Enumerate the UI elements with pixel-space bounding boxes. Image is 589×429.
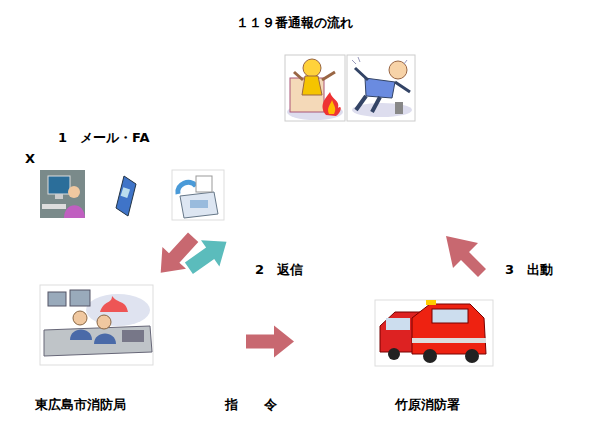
computer-icon: [40, 170, 85, 218]
illustrated-node: 1 メール・FAX: [25, 128, 255, 225]
arrow-shape: [185, 240, 227, 274]
block-arrow: [246, 326, 294, 358]
step-label: 3 出動: [503, 261, 555, 279]
edge-label: 指 令: [223, 396, 279, 414]
node-label: 竹原消防署: [395, 395, 460, 415]
arrow-shape: [246, 326, 294, 358]
dispatch-center-illustration: [40, 285, 153, 365]
diagram-title: １１９番通報の流れ: [0, 14, 589, 32]
phone-icon: [115, 172, 141, 219]
illustrated-node: 東広島市消防局: [35, 285, 165, 420]
dispatch-arrow: [446, 236, 486, 277]
node-label: 東広島市消防局: [35, 395, 126, 415]
illustrated-node: 竹原消防署: [375, 300, 495, 419]
fax-icon: [172, 170, 224, 220]
scene-illustration: [285, 55, 415, 121]
fire-truck-illustration: [375, 300, 493, 366]
edge-label: 2 返信: [253, 261, 305, 279]
node-label: 1 メール・FAX: [25, 128, 153, 170]
block-arrow: [185, 240, 227, 274]
